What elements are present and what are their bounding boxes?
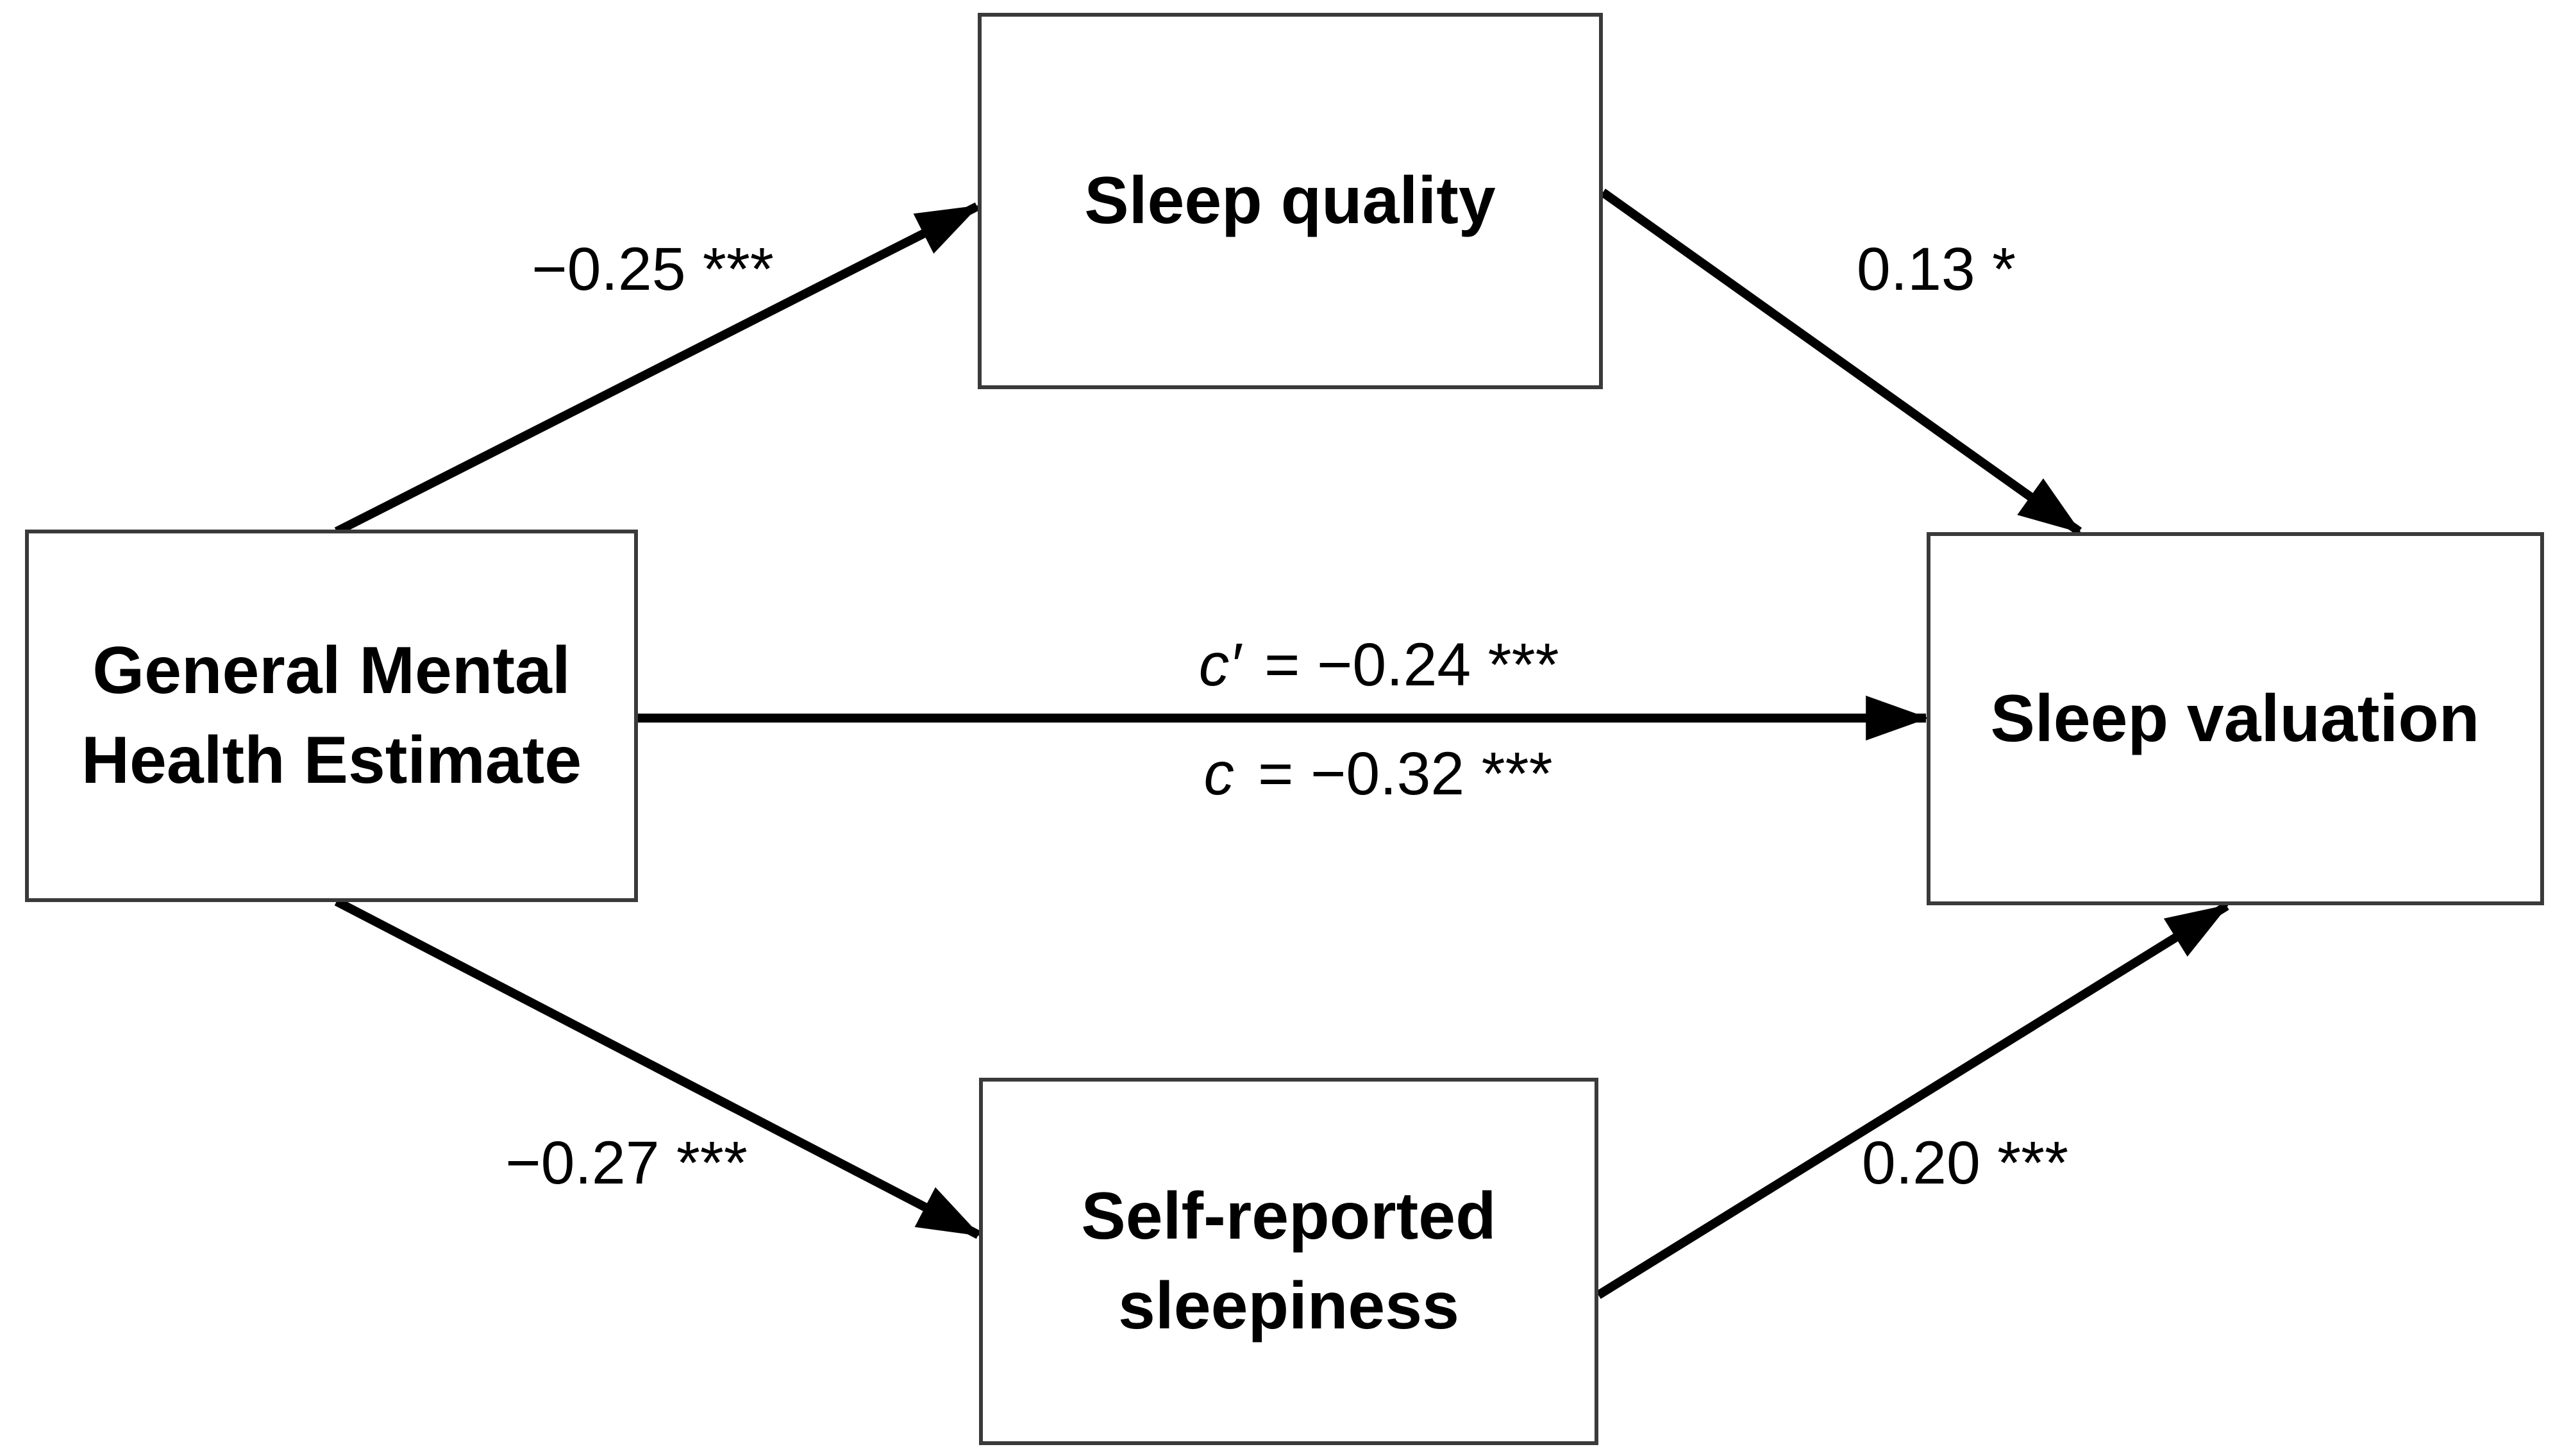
box-layer: [25, 13, 2544, 1445]
predictor-box-label-line1: General Mental: [92, 633, 571, 708]
total-effect-symbol: c: [1204, 740, 1235, 808]
outcome-box-label: Sleep valuation: [1991, 682, 2480, 756]
path-a1-arrow: [334, 202, 980, 536]
path-a1-label: −0.25 ***: [532, 235, 774, 303]
path-a2-arrow: [334, 897, 981, 1239]
mediator-bottom-box-label-line2: sleepiness: [1118, 1269, 1459, 1343]
path-b1-arrow: [1600, 188, 2082, 535]
path-a2-label: −0.27 ***: [505, 1129, 748, 1197]
mediator-top-box: [978, 13, 1603, 389]
path-label-layer: −0.25 *** 0.13 * −0.27 *** 0.20 *** c′ =…: [505, 235, 2068, 1197]
predictor-box: [25, 530, 638, 902]
box-label-layer: General Mental Health Estimate Sleep qua…: [81, 163, 2480, 1343]
direct-effect-value: = −0.24 ***: [1264, 631, 1559, 699]
total-effect-value: = −0.32 ***: [1258, 740, 1553, 808]
direct-effect-symbol: c′: [1199, 631, 1243, 699]
arrow-layer: [334, 188, 2229, 1299]
path-b2-label: 0.20 ***: [1862, 1129, 2068, 1197]
predictor-box-label-line2: Health Estimate: [81, 723, 582, 798]
outcome-box: [1927, 532, 2544, 905]
path-b2-arrow: [1596, 902, 2229, 1299]
mediator-bottom-box-label-line1: Self-reported: [1081, 1179, 1496, 1253]
mediator-top-box-label: Sleep quality: [1084, 163, 1496, 238]
path-b1-label: 0.13 *: [1857, 235, 2016, 303]
mediator-bottom-box: [979, 1078, 1598, 1445]
